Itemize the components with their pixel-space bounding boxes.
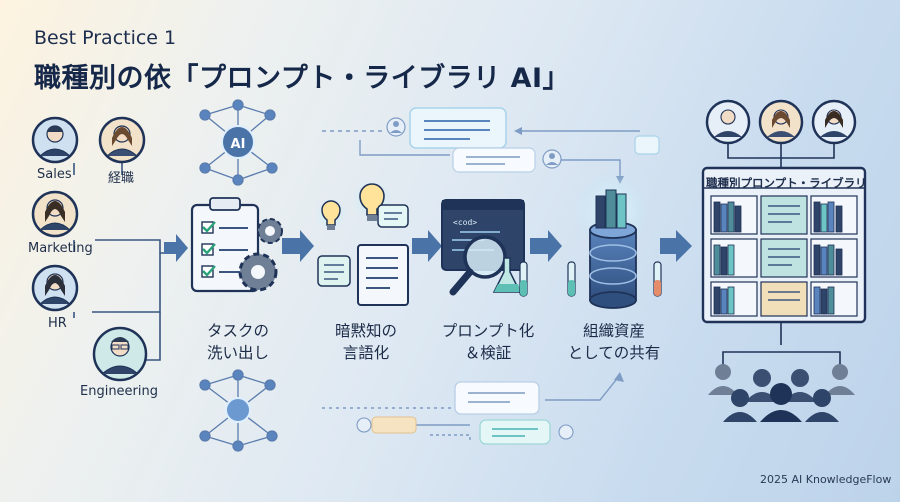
magnifier-icon: [449, 235, 507, 296]
ai-network-node: [199, 99, 278, 186]
ai-network-node-bottom: [199, 369, 278, 452]
flow-arrows: [164, 230, 692, 262]
top-feedback-flow: [322, 130, 640, 178]
step-3-line-2: ＆検証: [464, 344, 512, 362]
ai-node-label: AI: [231, 137, 246, 152]
gear-icon: [238, 218, 283, 292]
library-bookshelf: [701, 166, 867, 324]
chat-bubble-icon: [356, 381, 574, 445]
step-3-label: プロンプト化 ＆検証: [428, 320, 548, 364]
flask-icon: [492, 257, 528, 297]
lightbulb-icon: [315, 180, 392, 230]
step-1-line-2: 洗い出し: [206, 344, 269, 362]
avatar-executive: [98, 116, 146, 164]
chat-bubble-icon: [452, 135, 660, 173]
document-icon: [317, 204, 409, 306]
library-title: 職種別プロンプト・ライブラリ: [706, 176, 867, 190]
step-2-line-1: 暗黙知の: [334, 322, 397, 340]
library-users-bottom: [708, 322, 855, 422]
avatar-marketing: [31, 190, 79, 238]
step-1-label: タスクの 洗い出し: [183, 320, 293, 364]
page-title: 職種別の依「プロンプト・ライブラリ AI」: [34, 63, 571, 94]
step-1-line-1: タスクの: [206, 322, 269, 340]
step-4-label: 組織資産 としての共有: [550, 320, 678, 364]
step-4-line-1: 組織資産: [582, 322, 645, 340]
step-4-line-2: としての共有: [567, 344, 661, 362]
role-label-marketing: Marketing: [28, 241, 93, 256]
avatar-sales: [31, 116, 79, 164]
footer-credit: 2025 AI KnowledgeFlow: [760, 473, 892, 486]
role-label-hr: HR: [48, 316, 67, 331]
code-window-label: <cod>: [453, 218, 477, 227]
chat-bubble-icon: [386, 107, 507, 149]
role-label-engineering: Engineering: [80, 384, 158, 399]
test-tube-icon: [567, 261, 662, 297]
avatar-engineering: [92, 326, 148, 382]
subtitle: Best Practice 1: [34, 27, 177, 49]
role-label-executive: 経職: [108, 171, 135, 186]
role-label-sales: Sales: [37, 167, 72, 182]
database-icon: [574, 172, 650, 309]
library-users-top: [705, 99, 857, 170]
step-3-line-1: プロンプト化: [441, 322, 535, 340]
step-2-label: 暗黙知の 言語化: [311, 320, 421, 364]
step-2-line-2: 言語化: [342, 344, 390, 362]
avatar-hr: [31, 264, 79, 312]
